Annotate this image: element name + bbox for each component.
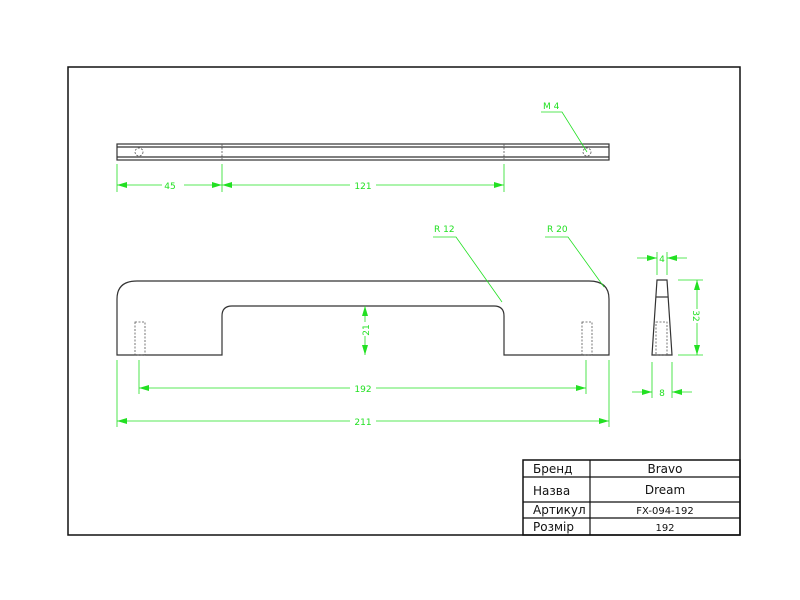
dim-32: 32 [690,310,700,321]
dim-211: 211 [354,418,371,428]
dim-4: 4 [659,255,665,265]
dim-121: 121 [354,182,371,192]
radius-20-label: R 20 [547,225,568,235]
top-view: M 4 45 121 [116,102,610,192]
hidden-hole-right [581,321,593,356]
dim-8: 8 [659,389,665,399]
radius-12-label: R 12 [434,225,455,235]
dim-192: 192 [354,385,371,395]
brand-value: Bravo [648,462,683,476]
drawing-frame [67,66,741,536]
front-view: R 12 R 20 21 192 211 [116,225,610,428]
article-value: FX-094-192 [636,506,694,517]
brand-label: Бренд [533,462,572,476]
name-label: Назва [533,484,570,498]
size-value: 192 [655,523,674,534]
size-label: Розмір [533,520,574,534]
hidden-hole-left [134,321,146,356]
hole-right [582,147,592,157]
name-value: Dream [645,483,685,497]
hole-label: M 4 [543,102,560,112]
hole-left [134,147,144,157]
side-view: 4 32 8 [632,252,703,399]
article-label: Артикул [533,503,586,517]
dim-45: 45 [164,182,175,192]
title-block: Бренд Bravo Назва Dream Артикул FX-094-1… [522,459,741,536]
dim-21: 21 [362,324,372,335]
